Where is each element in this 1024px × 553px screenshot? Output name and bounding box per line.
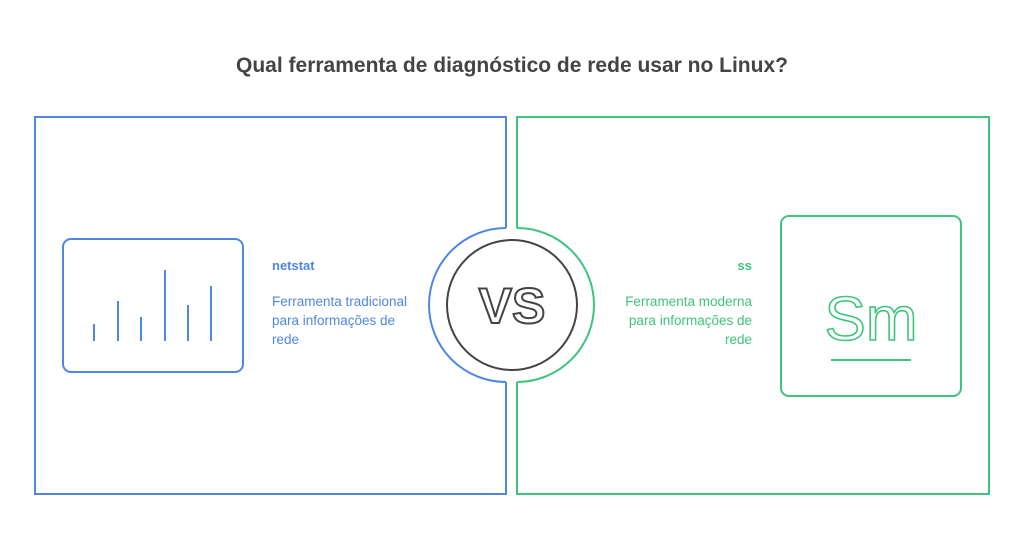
ss-title: ss: [737, 258, 752, 273]
sm-icon-text: Sm: [825, 285, 918, 354]
vs-circle: [446, 239, 578, 371]
vs-label: VS: [479, 278, 546, 334]
netstat-description: Ferramenta tradicional para informações …: [272, 294, 408, 347]
left-panel: [34, 116, 507, 495]
netstat-title: netstat: [272, 258, 315, 273]
right-panel: [516, 116, 990, 495]
diagram-title: Qual ferramenta de diagnóstico de rede u…: [236, 54, 788, 77]
sm-text-icon: [780, 215, 962, 397]
bar-chart-icon: [62, 238, 244, 373]
ss-description: Ferramenta moderna para informações de r…: [625, 294, 752, 347]
